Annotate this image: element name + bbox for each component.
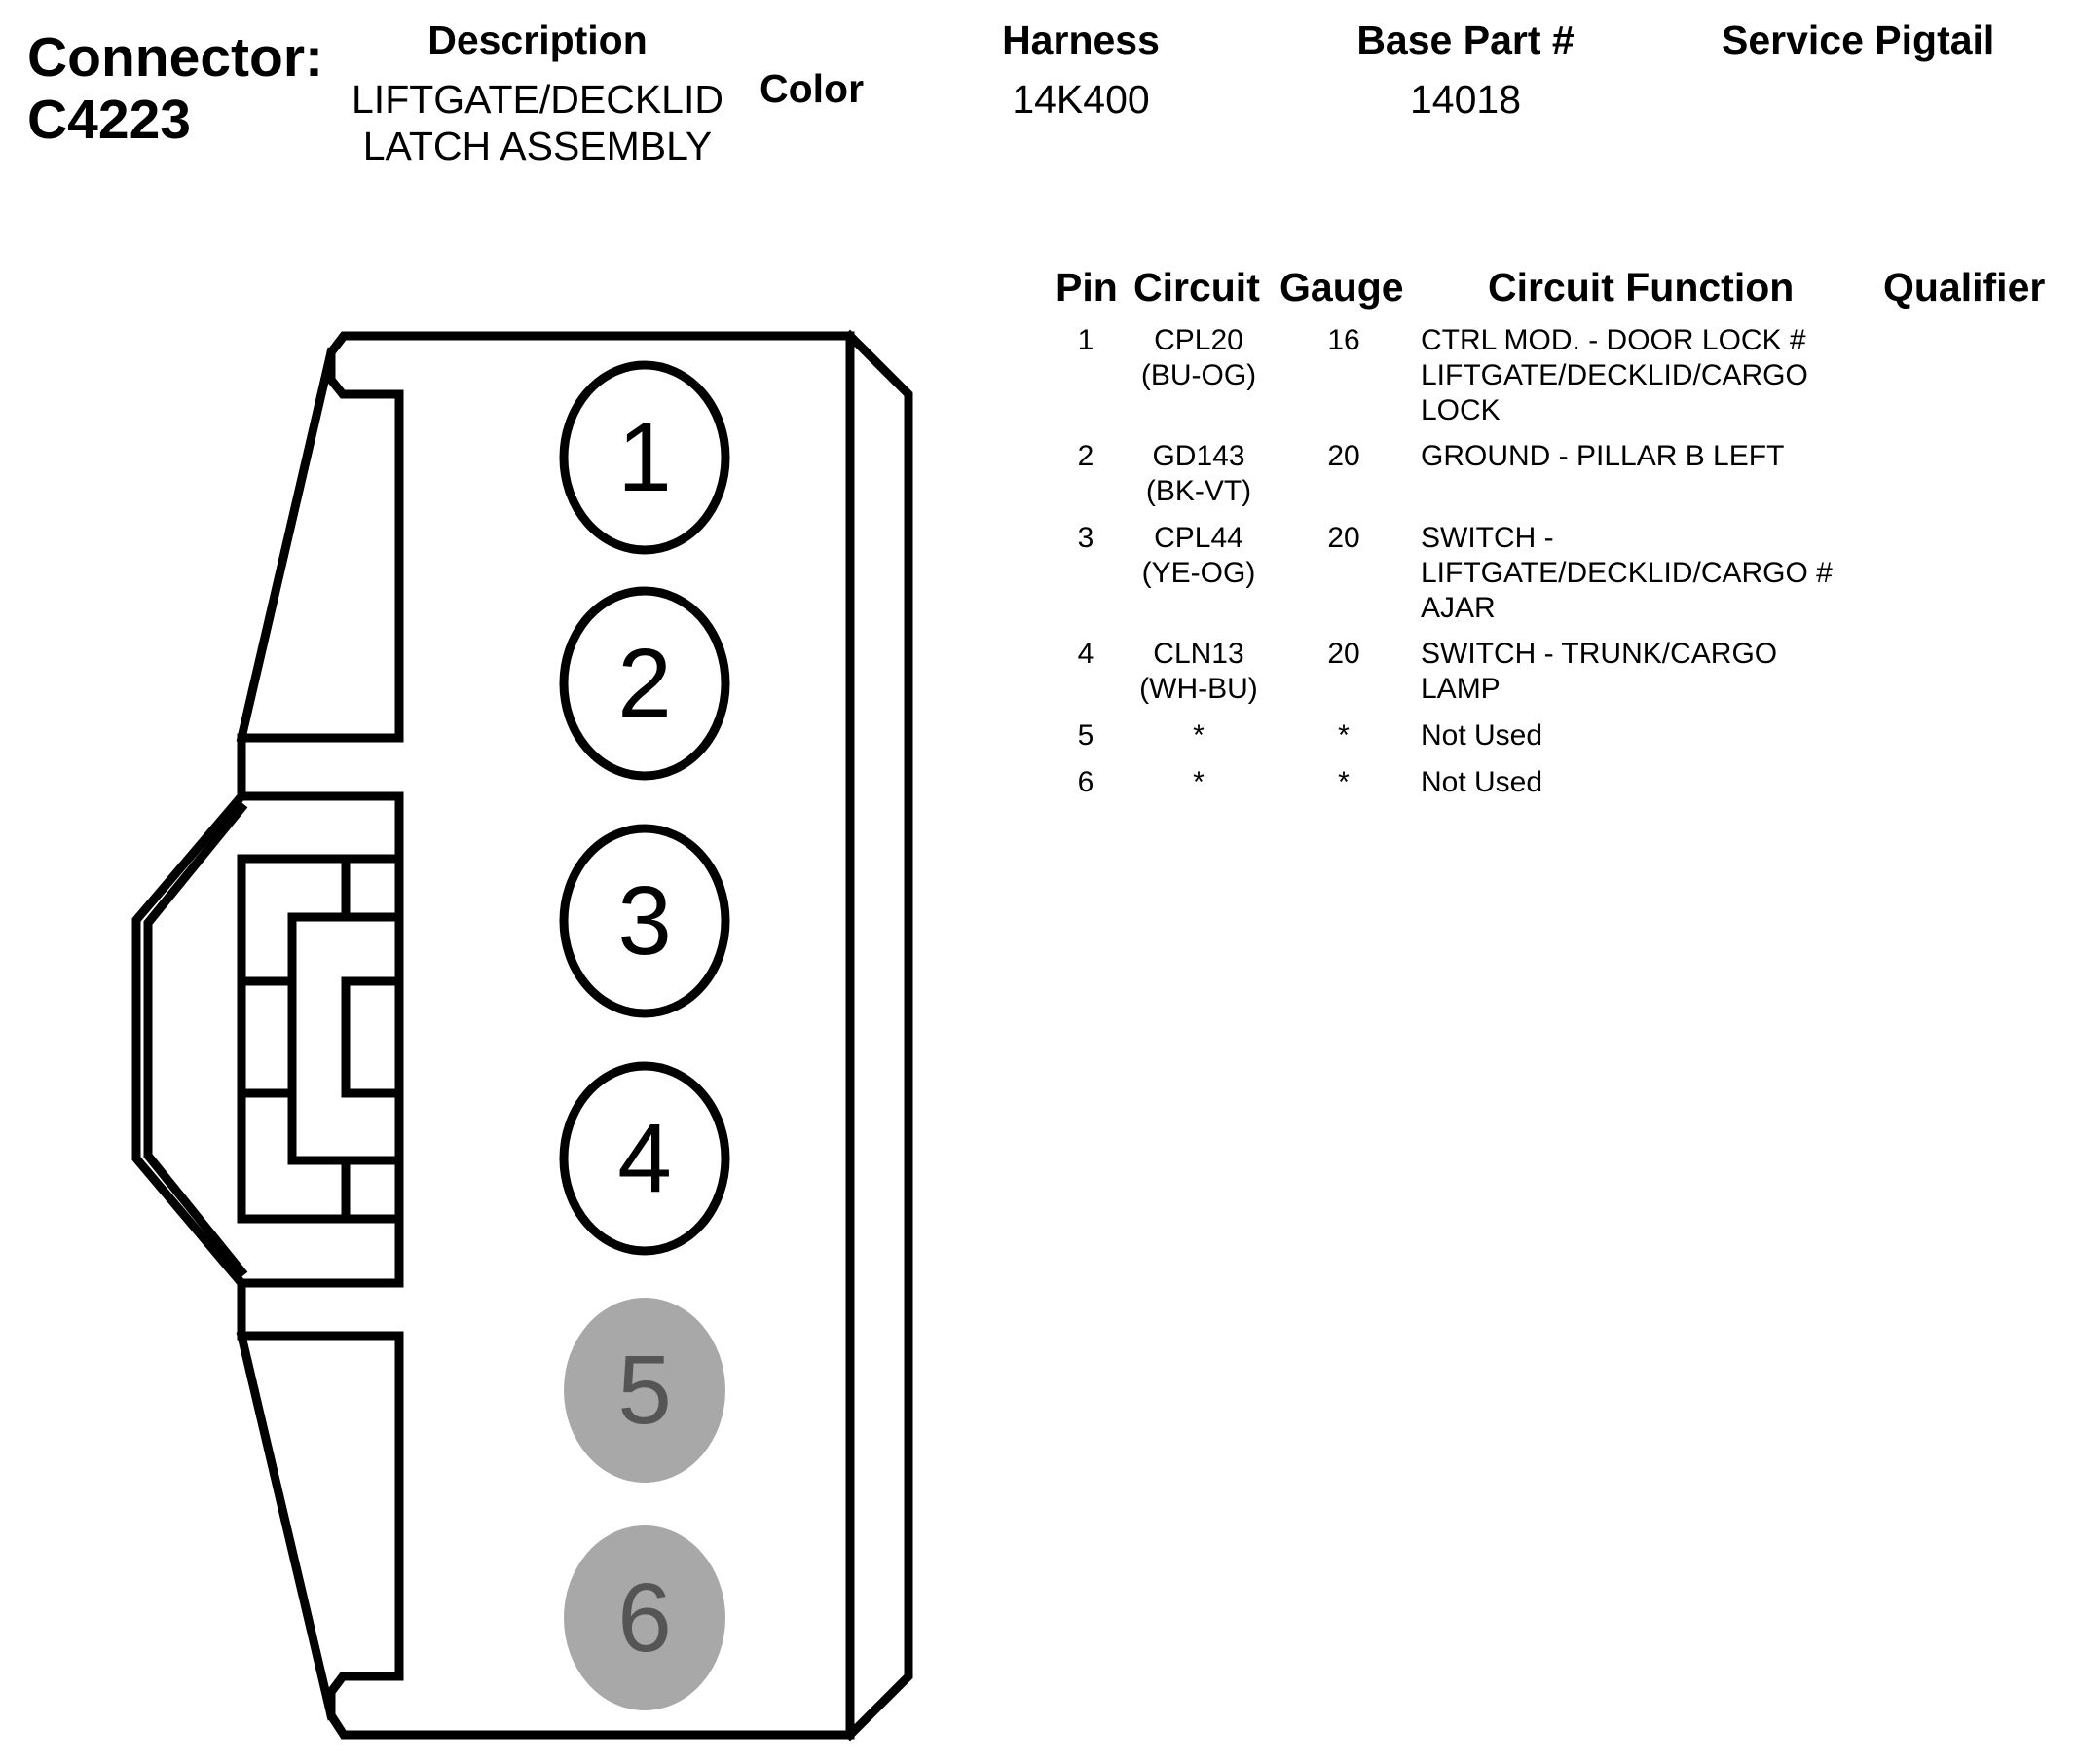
- gauge: 20: [1327, 522, 1360, 554]
- gauge: *: [1338, 719, 1350, 752]
- function-line: AJAR: [1421, 592, 1496, 624]
- table-header-qualifier: Qualifier: [1883, 265, 2046, 310]
- function-line: SWITCH -: [1421, 522, 1554, 554]
- function-line: CTRL MOD. - DOOR LOCK #: [1421, 324, 1806, 356]
- pin-cavity-4: [559, 1061, 730, 1256]
- description-line-2: LATCH ASSEMBLY: [362, 124, 713, 168]
- pin-label-5: 5: [617, 1336, 672, 1445]
- pin-cavity-6: [564, 1525, 725, 1710]
- circuit-id: CPL44: [1154, 522, 1243, 554]
- pin-number: 5: [1077, 719, 1094, 752]
- function-line: LIFTGATE/DECKLID/CARGO: [1421, 359, 1808, 391]
- circuit-color: (YE-OG): [1141, 557, 1256, 589]
- table-header-gauge: Gauge: [1279, 265, 1404, 310]
- function-line: Not Used: [1421, 719, 1543, 752]
- function-line: SWITCH - TRUNK/CARGO: [1421, 638, 1778, 670]
- function-line: LIFTGATE/DECKLID/CARGO #: [1421, 557, 1833, 589]
- circuit-color: (BK-VT): [1145, 475, 1252, 507]
- description-label: Description: [427, 18, 648, 62]
- pin-label-3: 3: [617, 866, 672, 975]
- service-pigtail-label: Service Pigtail: [1722, 18, 1995, 62]
- table-header-circuit: Circuit: [1133, 265, 1260, 310]
- harness-label: Harness: [1002, 18, 1160, 62]
- pin-cavity-5: [564, 1298, 725, 1483]
- pin-number: 6: [1077, 766, 1094, 798]
- table-header-pin: Pin: [1056, 265, 1118, 310]
- pin-cavity-3: [559, 824, 730, 1018]
- pin-number: 4: [1077, 638, 1094, 670]
- pin-cavities: 1 2 3 4 5 6: [559, 360, 730, 1710]
- gauge: 16: [1327, 324, 1360, 356]
- pin-cavity-2: [559, 586, 730, 781]
- pin-cavity-1: [559, 360, 730, 555]
- pin-number: 2: [1077, 440, 1094, 472]
- function-line: GROUND - PILLAR B LEFT: [1421, 440, 1785, 472]
- pin-number: 1: [1077, 324, 1094, 356]
- function-line: LAMP: [1421, 673, 1501, 705]
- base-part-label: Base Part #: [1356, 18, 1575, 62]
- description-line-1: LIFTGATE/DECKLID: [352, 77, 723, 122]
- circuit-id: *: [1193, 719, 1205, 752]
- circuit-id: *: [1193, 766, 1205, 798]
- harness-value: 14K400: [1012, 77, 1150, 122]
- circuit-color: (BU-OG): [1140, 359, 1257, 391]
- pin-label-2: 2: [617, 629, 672, 738]
- pin-label-1: 1: [617, 403, 672, 512]
- circuit-id: CLN13: [1153, 638, 1244, 670]
- function-line: LOCK: [1421, 394, 1501, 426]
- color-label: Color: [760, 66, 865, 111]
- base-part-value: 14018: [1409, 77, 1521, 122]
- connector-housing: [131, 329, 913, 1742]
- circuit-id: CPL20: [1154, 324, 1243, 356]
- table-header-function: Circuit Function: [1488, 265, 1795, 310]
- connector-label: Connector:: [27, 26, 323, 89]
- pin-number: 3: [1077, 522, 1094, 554]
- connector-id: C4223: [27, 89, 191, 151]
- gauge: 20: [1327, 440, 1360, 472]
- gauge: *: [1338, 766, 1350, 798]
- function-line: Not Used: [1421, 766, 1543, 798]
- circuit-color: (WH-BU): [1139, 673, 1258, 705]
- circuit-id: GD143: [1152, 440, 1245, 472]
- pin-label-6: 6: [617, 1563, 672, 1672]
- pin-label-4: 4: [617, 1104, 672, 1213]
- gauge: 20: [1327, 638, 1360, 670]
